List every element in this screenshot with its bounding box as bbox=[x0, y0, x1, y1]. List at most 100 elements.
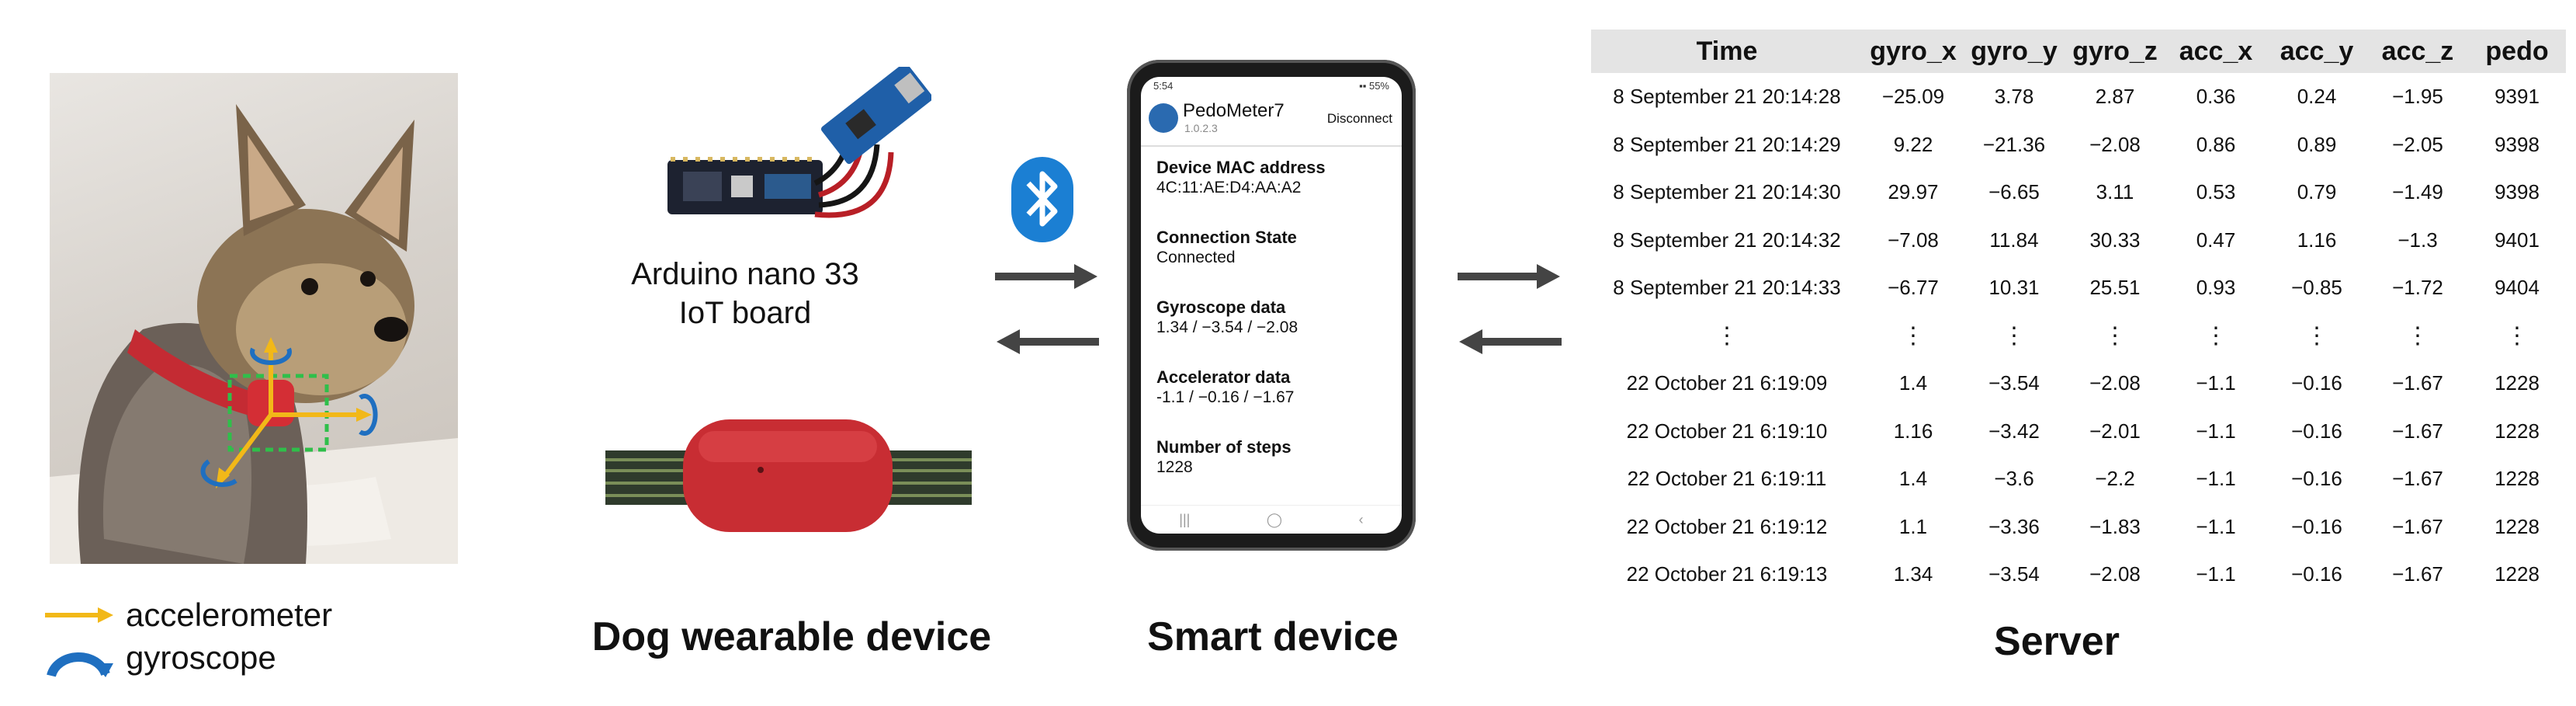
table-cell: 0.53 bbox=[2196, 180, 2236, 204]
table-cell: −2.08 bbox=[2089, 562, 2141, 586]
table-cell: ⋮ bbox=[2406, 322, 2429, 349]
table-cell: 1.4 bbox=[1898, 467, 1928, 491]
recent-apps-icon[interactable]: ||| bbox=[1179, 511, 1191, 527]
table-cell: 1.16 bbox=[2297, 228, 2337, 252]
back-icon[interactable]: ‹ bbox=[1358, 511, 1364, 527]
app-logo-icon bbox=[1149, 103, 1178, 133]
dog-photo bbox=[50, 73, 458, 564]
table-cell: 11.84 bbox=[1989, 228, 2039, 252]
section-heading: Accelerator data bbox=[1156, 367, 1291, 387]
table-cell: 1.34 bbox=[1893, 562, 1933, 586]
section-heading: Gyroscope data bbox=[1156, 297, 1286, 317]
table-cell: 1.1 bbox=[1898, 514, 1928, 538]
table-cell: 8 September 21 20:14:33 bbox=[1613, 276, 1841, 300]
table-cell: −1.1 bbox=[2196, 467, 2236, 491]
table-cell: −0.16 bbox=[2291, 562, 2342, 586]
smart-device-caption: Smart device bbox=[1147, 614, 1399, 659]
right-arrow-icon bbox=[1537, 264, 1560, 289]
table-cell: −1.3 bbox=[2397, 228, 2438, 252]
table-cell: 0.89 bbox=[2297, 132, 2337, 156]
table-cell: 0.47 bbox=[2196, 228, 2236, 252]
table-cell: −0.85 bbox=[2291, 276, 2342, 300]
table-cell: −2.2 bbox=[2095, 467, 2135, 491]
bluetooth-icon bbox=[1011, 157, 1073, 242]
table-cell: 9398 bbox=[2495, 132, 2540, 156]
collar-device-image bbox=[605, 419, 972, 532]
table-cell: −1.67 bbox=[2392, 371, 2443, 395]
accelerator-section: Accelerator data -1.1 / −0.16 / −1.67 bbox=[1156, 367, 1397, 408]
table-cell: −6.77 bbox=[1888, 276, 1939, 300]
table-cell: −2.08 bbox=[2089, 371, 2141, 395]
table-cell: 9401 bbox=[2495, 228, 2540, 252]
table-cell: 22 October 21 6:19:13 bbox=[1626, 562, 1828, 586]
table-cell: 8 September 21 20:14:28 bbox=[1613, 85, 1841, 109]
table-cell: −25.09 bbox=[1881, 85, 1945, 109]
table-cell: 0.86 bbox=[2196, 132, 2236, 156]
table-cell: −1.1 bbox=[2196, 562, 2236, 586]
app-header: PedoMeter7 1.0.2.3 Disconnect bbox=[1141, 97, 1402, 147]
ellipsis-row: ⋮⋮⋮⋮⋮⋮⋮⋮ bbox=[1591, 312, 2566, 360]
table-cell: 22 October 21 6:19:11 bbox=[1627, 467, 1827, 491]
section-value: 1228 bbox=[1156, 458, 1193, 476]
section-heading: Device MAC address bbox=[1156, 158, 1326, 177]
table-cell: −1.72 bbox=[2392, 276, 2443, 300]
table-cell: 0.36 bbox=[2196, 85, 2236, 109]
column-header: acc_x bbox=[2165, 30, 2266, 73]
column-header: gyro_z bbox=[2065, 30, 2165, 73]
table-cell: 9398 bbox=[2495, 180, 2540, 204]
data-flow-arrows-left bbox=[995, 264, 1099, 354]
table-cell: 9391 bbox=[2495, 85, 2540, 109]
table-cell: 1.16 bbox=[1893, 419, 1933, 443]
server-caption: Server bbox=[1994, 619, 2120, 664]
table-cell: −3.54 bbox=[1988, 562, 2040, 586]
section-heading: Number of steps bbox=[1156, 437, 1291, 457]
curved-arrow-icon bbox=[47, 652, 113, 677]
table-cell: −7.08 bbox=[1888, 228, 1939, 252]
server-data-table: Time gyro_x gyro_y gyro_z acc_x acc_y ac… bbox=[1591, 30, 2566, 599]
section-value: 4C:11:AE:D4:AA:A2 bbox=[1156, 179, 1302, 196]
arduino-board-image bbox=[667, 67, 931, 218]
table-cell: 1228 bbox=[2495, 467, 2540, 491]
table-row: 22 October 21 6:19:13 1.34 −3.54 −2.08 −1.1 −… bbox=[1591, 551, 2566, 599]
table-cell: 8 September 21 20:14:30 bbox=[1613, 180, 1841, 204]
table-cell: 3.78 bbox=[1994, 85, 2034, 109]
column-header: Time bbox=[1591, 30, 1863, 73]
table-cell: 0.24 bbox=[2297, 85, 2337, 109]
column-header: gyro_y bbox=[1964, 30, 2065, 73]
table-cell: 9404 bbox=[2495, 276, 2540, 300]
table-cell: 30.33 bbox=[2089, 228, 2141, 252]
column-header: gyro_x bbox=[1863, 30, 1964, 73]
table-row: 22 October 21 6:19:11 1.4 −3.6 −2.2 −1.1 −0.1… bbox=[1591, 455, 2566, 503]
home-icon[interactable]: ◯ bbox=[1266, 511, 1283, 527]
table-cell: 29.97 bbox=[1888, 180, 1939, 204]
table-header-row: Time gyro_x gyro_y gyro_z acc_x acc_y ac… bbox=[1591, 30, 2566, 73]
legend-gyroscope: gyroscope bbox=[43, 638, 276, 677]
table-cell: −2.08 bbox=[2089, 132, 2141, 156]
mac-address-section: Device MAC address 4C:11:AE:D4:AA:A2 bbox=[1156, 158, 1397, 198]
table-cell: 22 October 21 6:19:09 bbox=[1626, 371, 1828, 395]
board-label-line2: IoT board bbox=[678, 296, 812, 330]
table-cell: −0.16 bbox=[2291, 467, 2342, 491]
table-cell: 0.79 bbox=[2297, 180, 2337, 204]
table-cell: −3.54 bbox=[1988, 371, 2040, 395]
smartphone: 5:54 ▪▪ 55% PedoMeter7 1.0.2.3 Disconnec… bbox=[1127, 60, 1416, 551]
section-value: 1.34 / −3.54 / −2.08 bbox=[1156, 318, 1298, 336]
table-cell: 1228 bbox=[2495, 371, 2540, 395]
table-cell: −3.6 bbox=[1994, 467, 2034, 491]
table-cell: ⋮ bbox=[2103, 322, 2127, 349]
table-cell: −1.67 bbox=[2392, 562, 2443, 586]
status-time: 5:54 bbox=[1153, 80, 1174, 92]
column-header: acc_z bbox=[2367, 30, 2468, 73]
table-cell: ⋮ bbox=[1902, 322, 1925, 349]
table-cell: −1.83 bbox=[2089, 514, 2141, 538]
board-label: Arduino nano 33 IoT board bbox=[590, 255, 900, 332]
table-cell: −2.01 bbox=[2089, 419, 2141, 443]
table-cell: −1.1 bbox=[2196, 514, 2236, 538]
data-flow-arrows-right bbox=[1458, 264, 1562, 354]
table-cell: 9.22 bbox=[1893, 132, 1933, 156]
disconnect-button[interactable]: Disconnect bbox=[1326, 111, 1392, 126]
